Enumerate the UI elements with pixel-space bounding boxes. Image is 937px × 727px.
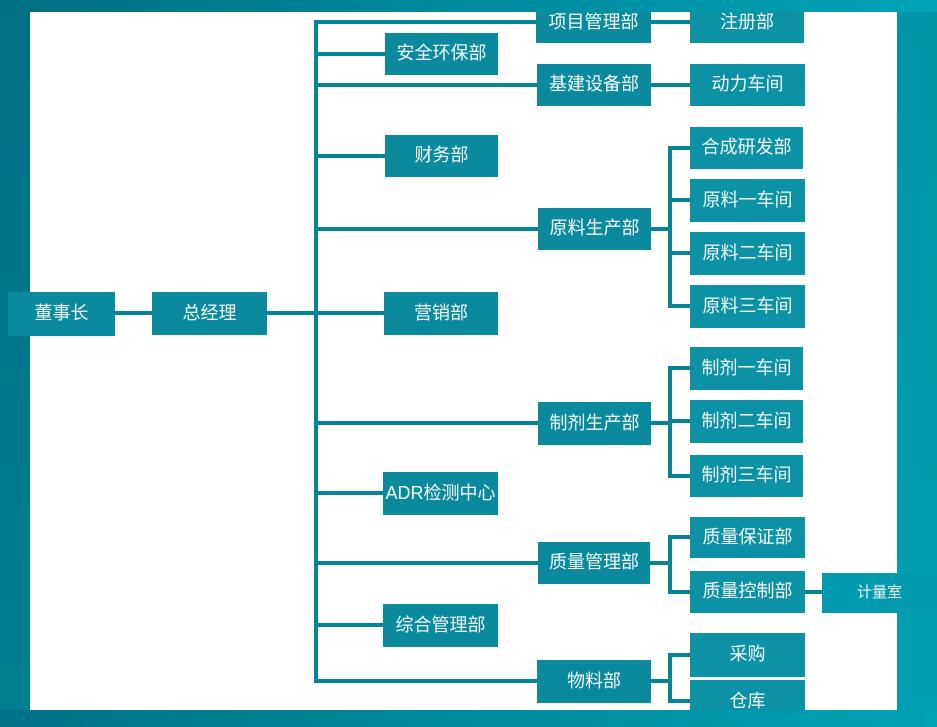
connector-line xyxy=(668,251,690,255)
connector-line xyxy=(668,535,690,539)
org-node-safety: 安全环保部 xyxy=(385,33,498,75)
connector-line xyxy=(668,146,672,308)
org-node-qc: 质量控制部 xyxy=(690,571,805,613)
frame-bottom-band xyxy=(0,710,937,727)
connector-line xyxy=(668,474,690,478)
org-node-raw1: 原料一车间 xyxy=(690,179,805,222)
connector-line xyxy=(651,83,690,87)
connector-line xyxy=(651,20,690,24)
connector-line xyxy=(668,366,672,478)
frame-left-band xyxy=(0,0,30,727)
org-node-prep1: 制剂一车间 xyxy=(690,347,803,390)
connector-line xyxy=(314,227,538,231)
connector-line xyxy=(668,366,690,370)
org-node-general: 综合管理部 xyxy=(383,604,498,647)
org-node-prep3: 制剂三车间 xyxy=(690,455,803,497)
org-node-metrology: 计量室 xyxy=(822,573,937,613)
connector-line xyxy=(314,491,383,495)
connector-line xyxy=(668,419,690,423)
connector-line xyxy=(267,311,384,315)
org-node-chairman: 董事长 xyxy=(8,292,115,336)
org-node-qa: 质量保证部 xyxy=(690,517,805,558)
connector-line xyxy=(668,653,672,703)
connector-line xyxy=(314,623,383,627)
connector-line xyxy=(805,590,822,594)
org-node-marketing: 营销部 xyxy=(384,292,498,335)
connector-line xyxy=(314,83,537,87)
connector-line xyxy=(115,311,152,315)
connector-line xyxy=(668,146,690,150)
org-node-prep2: 制剂二车间 xyxy=(690,400,803,443)
connector-line xyxy=(314,561,538,565)
connector-line xyxy=(668,653,690,657)
connector-line xyxy=(651,421,668,425)
org-node-purchase: 采购 xyxy=(690,633,805,677)
connector-line xyxy=(314,20,318,683)
connector-line xyxy=(651,679,668,683)
frame-top-band xyxy=(0,0,937,12)
org-node-prep: 制剂生产部 xyxy=(538,402,651,445)
org-node-raw2: 原料二车间 xyxy=(690,232,805,275)
connector-line xyxy=(314,52,385,56)
connector-line xyxy=(314,421,538,425)
org-node-raw: 原料生产部 xyxy=(538,208,651,250)
connector-line xyxy=(651,227,668,231)
frame-right-band xyxy=(897,0,937,727)
connector-line xyxy=(314,20,536,24)
org-node-raw3: 原料三车间 xyxy=(690,285,805,328)
org-node-adr: ADR检测中心 xyxy=(383,472,498,515)
connector-line xyxy=(668,535,672,594)
org-node-gm: 总经理 xyxy=(152,292,267,335)
connector-line xyxy=(650,561,668,565)
org-node-quality: 质量管理部 xyxy=(538,542,650,584)
org-node-synth: 合成研发部 xyxy=(690,127,803,169)
connector-line xyxy=(668,198,690,202)
org-node-power: 动力车间 xyxy=(690,64,805,106)
connector-line xyxy=(668,699,690,703)
org-node-material: 物料部 xyxy=(537,660,651,703)
connector-line xyxy=(314,154,385,158)
connector-line xyxy=(314,679,537,683)
org-node-infra: 基建设备部 xyxy=(537,64,651,106)
org-node-finance: 财务部 xyxy=(385,135,498,177)
connector-line xyxy=(668,304,690,308)
connector-line xyxy=(668,590,690,594)
